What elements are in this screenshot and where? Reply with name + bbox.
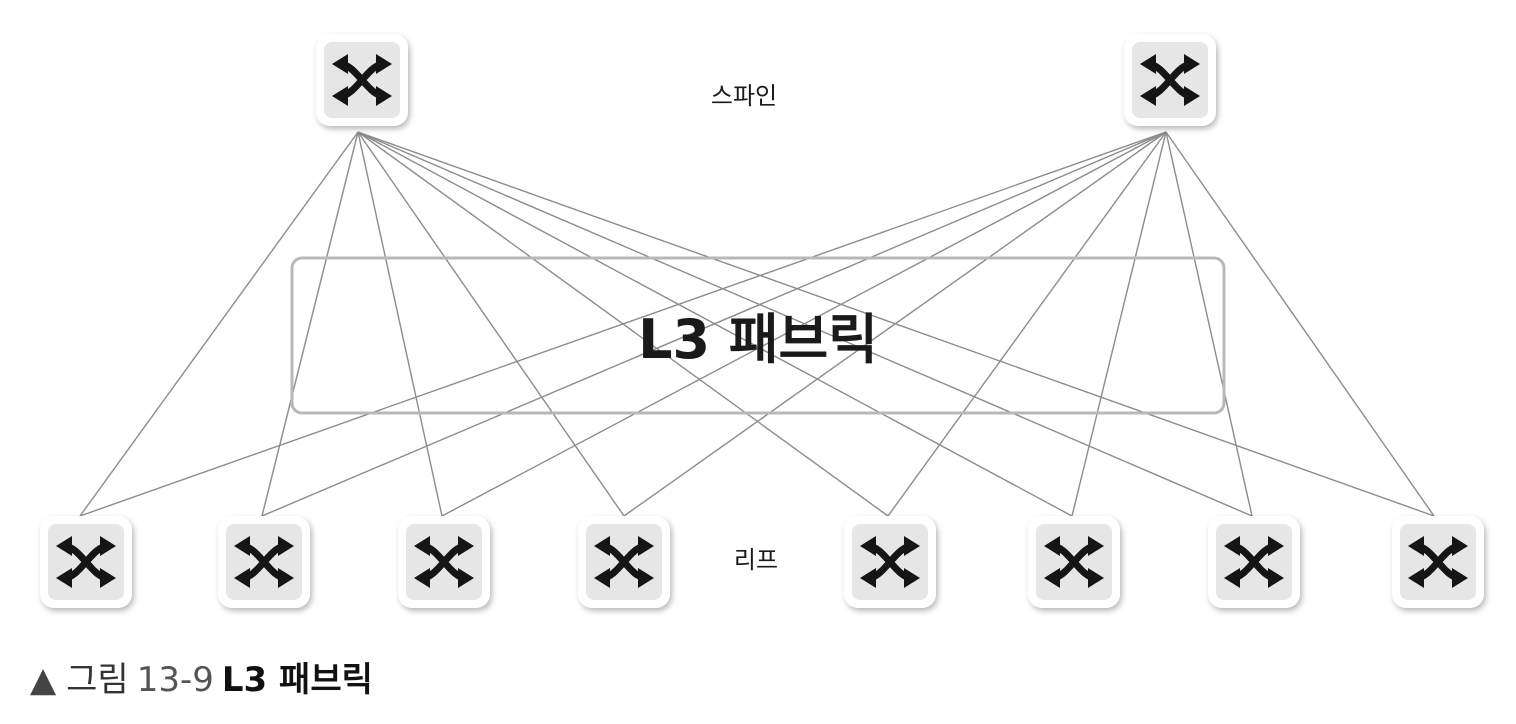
fabric-label: L3 패브릭	[638, 308, 878, 371]
link-spine2-leaf5	[887, 131, 1167, 517]
leaf-switch-1[interactable]	[40, 516, 132, 608]
l3-fabric-diagram: L3 패브릭 스파인 리프	[40, 34, 1484, 608]
spine-switches	[316, 34, 1216, 126]
link-spine2-leaf7	[1165, 131, 1253, 517]
leaf-switch-5[interactable]	[844, 516, 936, 608]
triangle-marker-icon: ▲	[30, 660, 57, 700]
link-spine2-leaf6	[1071, 131, 1167, 517]
leaf-switch-3[interactable]	[398, 516, 490, 608]
link-spine2-leaf4	[623, 131, 1167, 517]
leaf-switch-2[interactable]	[218, 516, 310, 608]
leaf-label: 리프	[734, 546, 778, 574]
link-spine1-leaf4	[357, 131, 625, 517]
link-spine2-leaf8	[1165, 131, 1435, 517]
fabric-box	[290, 256, 1226, 415]
link-spine2-leaf1	[79, 131, 1167, 517]
leaf-switch-4[interactable]	[578, 516, 670, 608]
caption-number: 13-9	[136, 660, 214, 700]
caption-title: L3 패브릭	[221, 660, 373, 700]
link-spine1-leaf2	[261, 131, 359, 517]
spine-label: 스파인	[711, 82, 777, 110]
leaf-switch-6[interactable]	[1028, 516, 1120, 608]
link-spine1-leaf1	[79, 131, 359, 517]
leaf-switches	[40, 516, 1484, 608]
spine-switch-1[interactable]	[316, 34, 408, 126]
link-spine1-leaf3	[357, 131, 443, 517]
spine-switch-2[interactable]	[1124, 34, 1216, 126]
link-spine2-leaf3	[441, 131, 1167, 517]
leaf-switch-8[interactable]	[1392, 516, 1484, 608]
links-layer	[79, 131, 1435, 517]
caption-prefix: 그림	[66, 660, 129, 700]
leaf-switch-7[interactable]	[1208, 516, 1300, 608]
link-spine2-leaf2	[261, 131, 1167, 517]
